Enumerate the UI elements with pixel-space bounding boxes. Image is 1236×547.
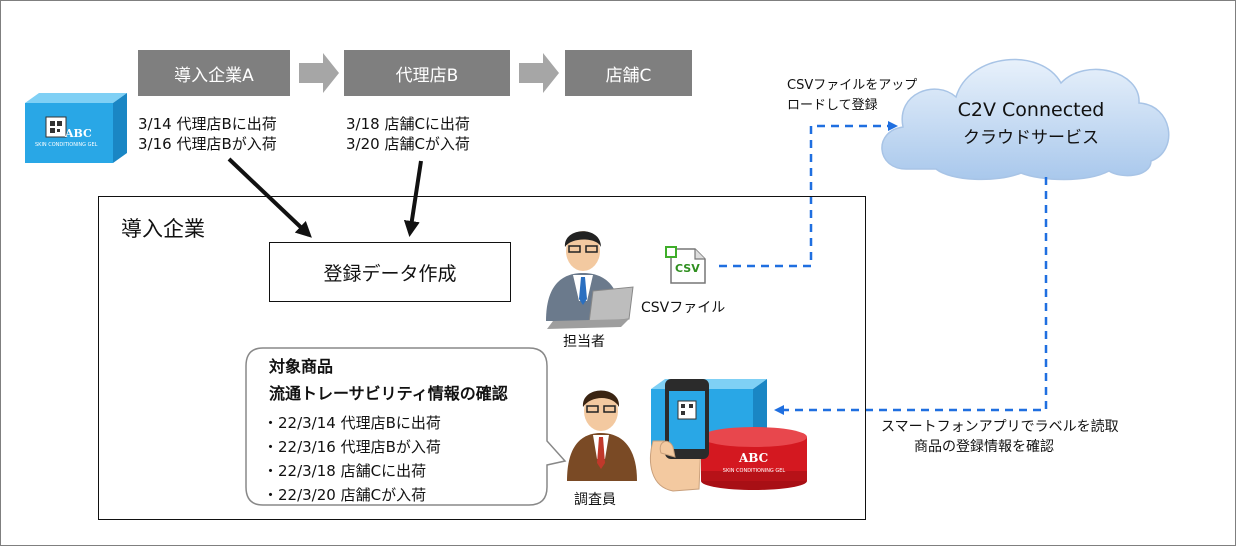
company-frame-title: 導入企業 bbox=[121, 217, 205, 241]
jar-subtitle: SKIN CONDITIONING GEL bbox=[722, 468, 786, 474]
investigator-label: 調査員 bbox=[574, 492, 616, 508]
product-box-subtitle: SKIN CONDITIONING GEL bbox=[35, 142, 98, 148]
note-a-line2: 3/16 代理店Bが入荷 bbox=[138, 135, 277, 153]
product-box-brand: ABC bbox=[65, 127, 92, 140]
staff-person-icon bbox=[546, 231, 634, 329]
bubble-line: ・22/3/18 店舗Cに出荷 bbox=[263, 462, 427, 480]
company-frame bbox=[98, 196, 866, 520]
flow-step-store-c: 店舗C bbox=[565, 50, 692, 96]
scan-label-line2: 商品の登録情報を確認 bbox=[914, 439, 1054, 455]
flow-arrow-2 bbox=[519, 53, 559, 93]
flow-step-company-a: 導入企業A bbox=[138, 50, 290, 96]
bubble-line: ・22/3/14 代理店Bに出荷 bbox=[263, 414, 441, 432]
note-b-line2: 3/20 店舗Cが入荷 bbox=[346, 135, 470, 153]
staff-label: 担当者 bbox=[563, 334, 605, 350]
cloud-subtitle: クラウドサービス bbox=[963, 128, 1099, 148]
scan-label-line1: スマートフォンアプリでラベルを読取 bbox=[881, 419, 1119, 435]
flow-step-agent-b: 代理店B bbox=[344, 50, 510, 96]
csv-file-icon bbox=[665, 246, 706, 284]
cloud-title: C2V Connected bbox=[957, 99, 1105, 121]
csv-icon-text: CSV bbox=[675, 262, 700, 275]
product-box-icon bbox=[25, 93, 127, 163]
upload-label-line2: ロードして登録 bbox=[787, 98, 878, 113]
arrow-b-to-register bbox=[403, 160, 423, 237]
register-data-box: 登録データ作成 bbox=[269, 242, 511, 302]
investigator-person-icon bbox=[567, 390, 637, 481]
upload-label-line1: CSVファイルをアップ bbox=[787, 78, 918, 93]
jar-brand: ABC bbox=[739, 451, 769, 465]
bubble-line: ・22/3/20 店舗Cが入荷 bbox=[263, 486, 427, 504]
register-data-label: 登録データ作成 bbox=[323, 262, 457, 285]
note-b-line1: 3/18 店舗Cに出荷 bbox=[346, 115, 470, 133]
scan-dashed-arrow bbox=[774, 177, 1048, 415]
flow-step-agent-b-label: 代理店B bbox=[395, 65, 459, 86]
bubble-line: ・22/3/16 代理店Bが入荷 bbox=[263, 438, 441, 456]
hand-smartphone-icon bbox=[650, 379, 709, 492]
csv-file-label: CSVファイル bbox=[641, 300, 726, 316]
arrow-a-to-register bbox=[227, 157, 312, 238]
note-a-line1: 3/14 代理店Bに出荷 bbox=[138, 115, 277, 133]
flow-step-store-c-label: 店舗C bbox=[605, 65, 652, 86]
bubble-title-target: 対象商品 bbox=[269, 357, 334, 376]
speech-bubble bbox=[245, 347, 567, 506]
flow-step-company-a-label: 導入企業A bbox=[174, 65, 254, 86]
flow-arrow-1 bbox=[299, 53, 339, 93]
cloud-shape bbox=[881, 58, 1170, 181]
bubble-title-traceability: 流通トレーサビリティ情報の確認 bbox=[269, 384, 508, 403]
red-jar-icon bbox=[701, 427, 807, 490]
